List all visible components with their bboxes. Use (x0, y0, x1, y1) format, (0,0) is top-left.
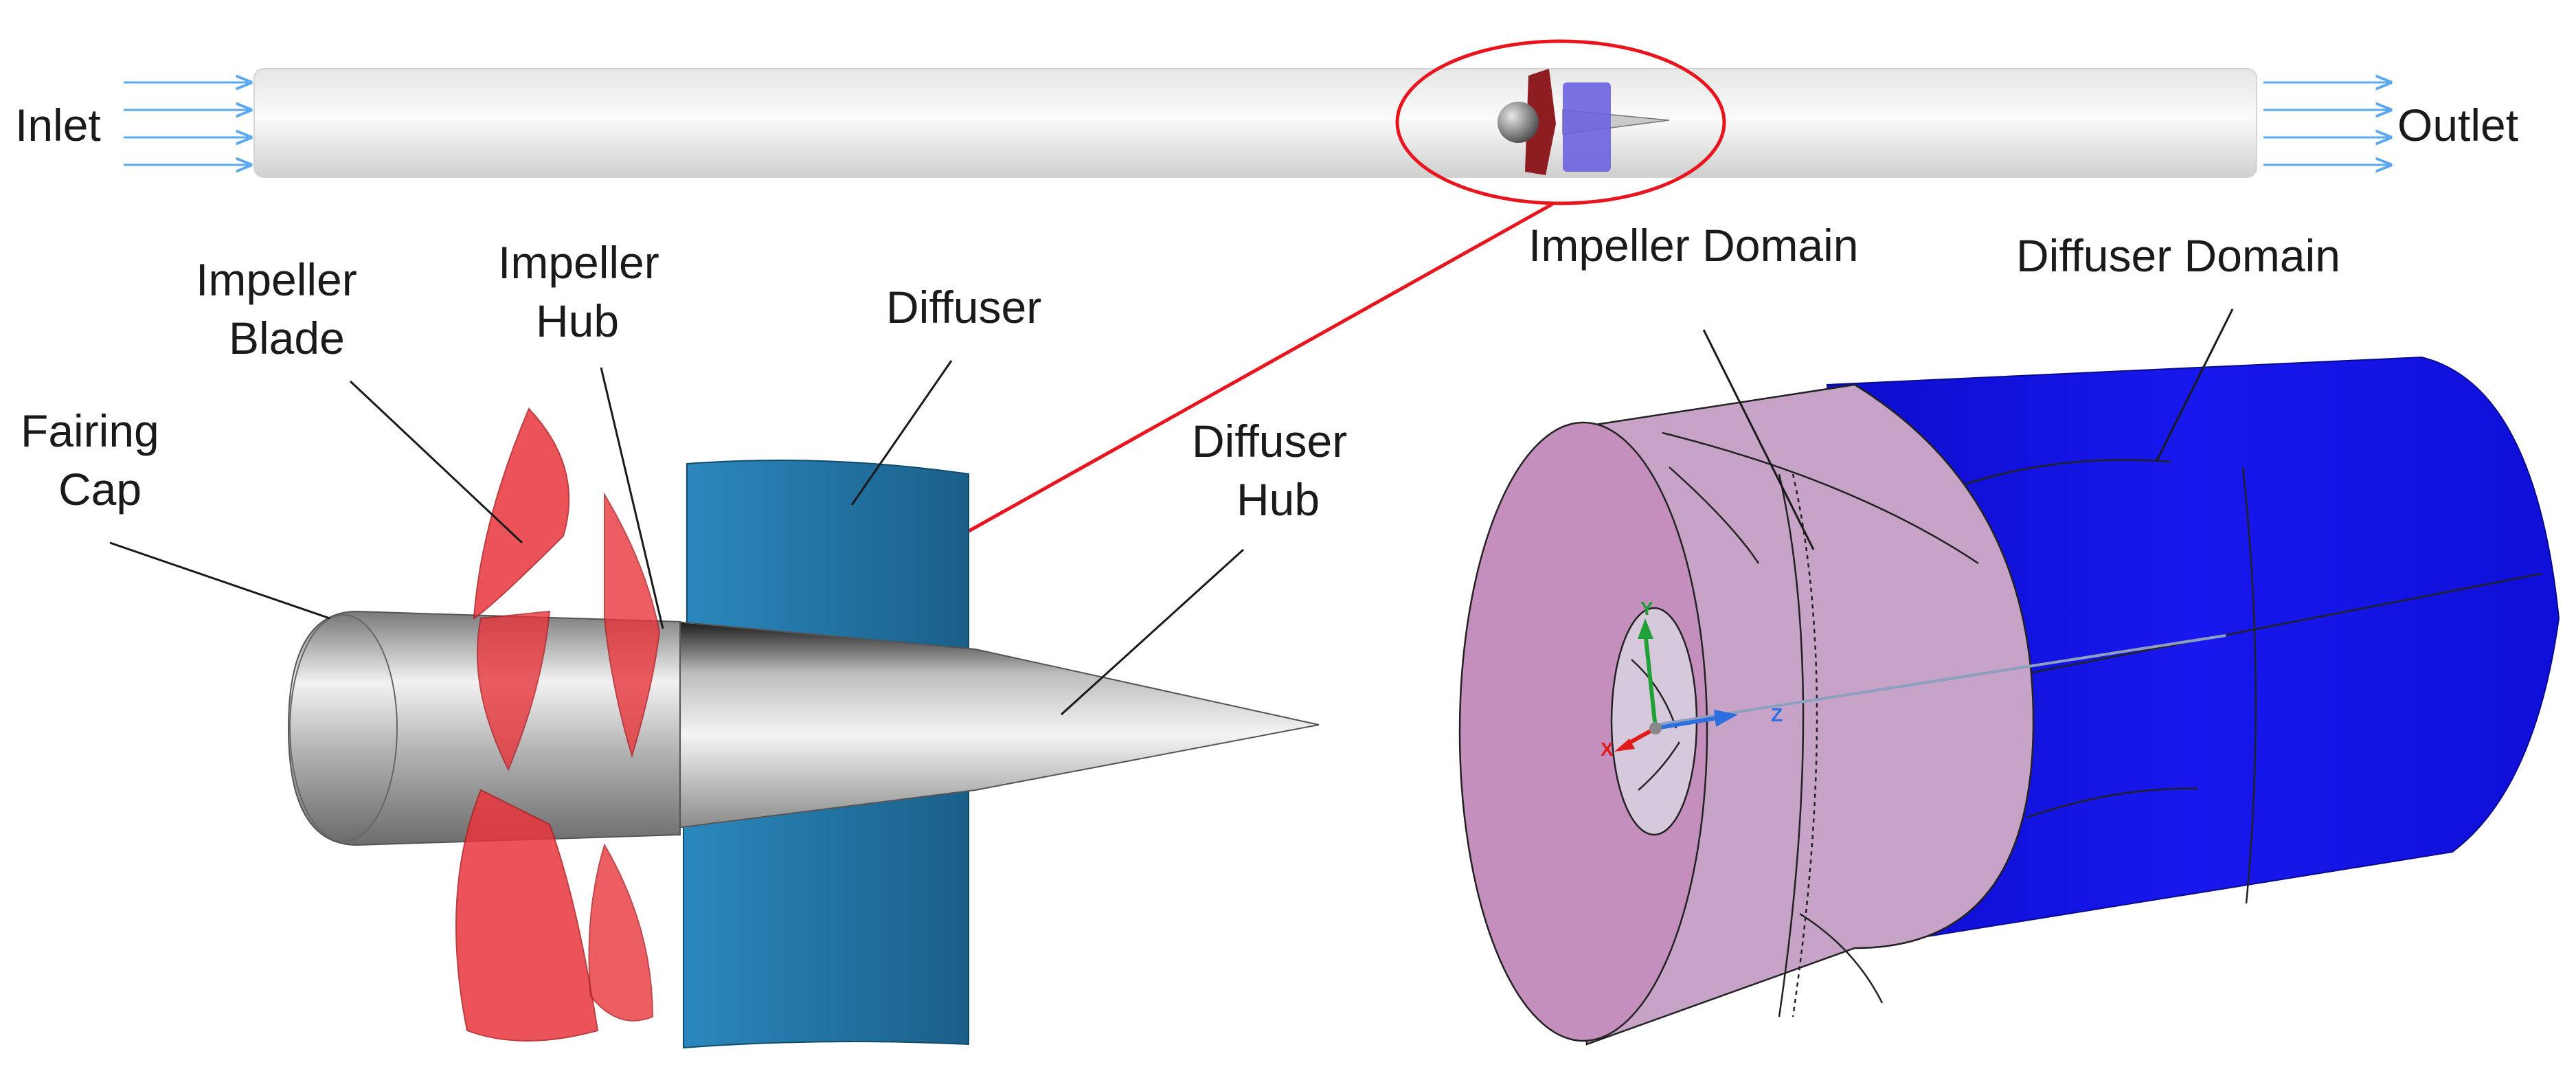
rotation-axis (1655, 634, 2226, 726)
impeller-blade-1 (473, 407, 570, 620)
impeller-blade-5 (588, 843, 654, 1022)
impeller-blade-2 (477, 610, 551, 772)
coordinate-triad: Y Z X (1601, 598, 1783, 760)
inlet-flow-arrows (124, 82, 251, 165)
domain-assembly (1458, 356, 2560, 1046)
diffuser-hub (676, 620, 1320, 829)
fairing-cap (289, 614, 398, 842)
diffuser-label: Diffuser (886, 282, 1041, 333)
inlet-label: Inlet (15, 100, 101, 150)
z-axis-label: Z (1771, 704, 1783, 725)
fairing-cap-label: Fairing Cap (21, 405, 172, 515)
impeller-blade-3 (455, 789, 599, 1042)
y-axis-arrow (1643, 631, 1658, 729)
component-leader-lines (109, 360, 1245, 716)
outlet-flow-arrows (2263, 82, 2391, 165)
x-axis-label: X (1601, 739, 1614, 760)
diffuser-hub-label: Diffuser Hub (1192, 416, 1360, 525)
impeller-domain-face (1458, 421, 1708, 1042)
flow-pipe (253, 68, 2257, 178)
y-axis-label: Y (1640, 598, 1653, 619)
impeller-blade-label: Impeller Blade (196, 254, 370, 363)
domain-leader-lines (1702, 308, 2234, 550)
pump-thumbnail (1498, 69, 1670, 175)
impeller-hub-label: Impeller Hub (498, 237, 672, 346)
outlet-label: Outlet (2397, 100, 2518, 150)
diffuser-domain-label: Diffuser Domain (2016, 230, 2340, 281)
impeller-domain-label: Impeller Domain (1528, 220, 1859, 271)
impeller-domain-side (1585, 383, 2035, 1046)
impeller-blade-4 (604, 492, 661, 758)
pump-assembly (287, 407, 1320, 1049)
z-axis-arrow (1655, 716, 1718, 730)
